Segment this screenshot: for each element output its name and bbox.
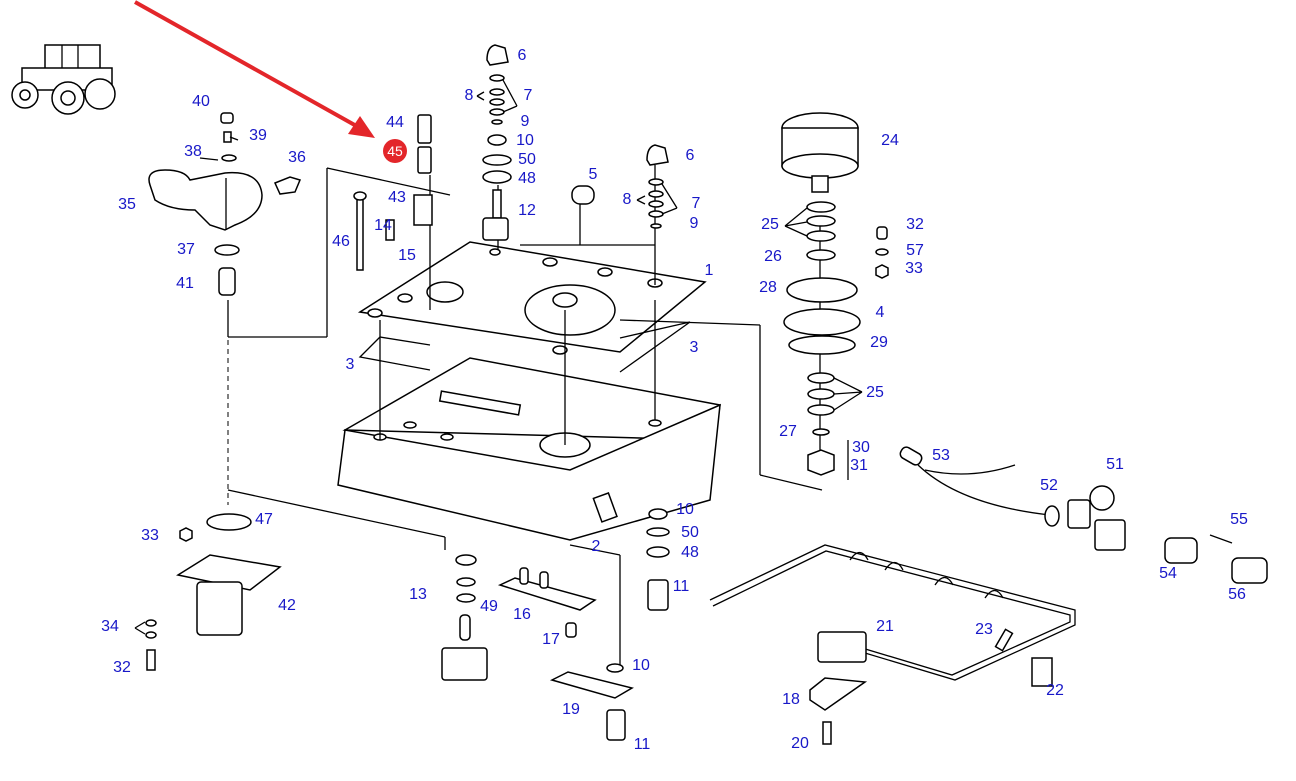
lever-cover-part	[148, 112, 302, 296]
part-label-29[interactable]: 29	[870, 334, 888, 351]
part-label-30[interactable]: 30	[852, 439, 870, 456]
part-label-9[interactable]: 9	[689, 215, 699, 232]
part-label-7[interactable]: 7	[523, 87, 533, 104]
part-label-17[interactable]: 17	[542, 631, 560, 648]
part-label-42[interactable]: 42	[278, 597, 296, 614]
part-label-8[interactable]: 8	[622, 191, 632, 208]
part-label-33[interactable]: 33	[905, 260, 923, 277]
part-label-53[interactable]: 53	[932, 447, 950, 464]
part-label-57[interactable]: 57	[906, 242, 924, 259]
switch-stack-right-part	[571, 144, 669, 229]
part-label-45-highlighted[interactable]: 45	[383, 139, 407, 163]
part-label-40[interactable]: 40	[192, 93, 210, 110]
part-label-11[interactable]: 11	[672, 578, 690, 595]
part-label-49[interactable]: 49	[480, 598, 498, 615]
part-label-54[interactable]: 54	[1159, 565, 1177, 582]
toggle-switch-part	[441, 554, 488, 681]
part-label-33[interactable]: 33	[141, 527, 159, 544]
circuit-board-part	[497, 508, 670, 741]
part-label-15[interactable]: 15	[398, 247, 416, 264]
gasket-left-part	[358, 336, 431, 371]
part-label-6[interactable]: 6	[517, 47, 527, 64]
part-label-11[interactable]: 11	[633, 736, 651, 753]
part-label-44[interactable]: 44	[386, 114, 404, 131]
part-label-28[interactable]: 28	[759, 279, 777, 296]
top-plate-part	[357, 241, 707, 355]
part-label-51[interactable]: 51	[1106, 456, 1124, 473]
part-label-52[interactable]: 52	[1040, 477, 1058, 494]
part-label-56[interactable]: 56	[1228, 586, 1246, 603]
part-label-48[interactable]: 48	[518, 170, 536, 187]
part-label-14[interactable]: 14	[374, 217, 392, 234]
wiring-harness-part	[709, 544, 1076, 745]
part-label-25[interactable]: 25	[866, 384, 884, 401]
part-label-25[interactable]: 25	[761, 216, 779, 233]
part-label-31[interactable]: 31	[850, 457, 868, 474]
part-label-3[interactable]: 3	[345, 356, 355, 373]
part-label-35[interactable]: 35	[118, 196, 136, 213]
part-label-20[interactable]: 20	[791, 735, 809, 752]
part-label-1[interactable]: 1	[704, 262, 714, 279]
highlight-arrow	[134, 0, 375, 138]
fuse-holder-part	[353, 114, 433, 271]
part-label-7[interactable]: 7	[691, 195, 701, 212]
tractor-icon	[11, 44, 116, 115]
part-label-48[interactable]: 48	[681, 544, 699, 561]
part-label-24[interactable]: 24	[881, 132, 899, 149]
switch-stack-left-part	[482, 44, 512, 241]
part-label-23[interactable]: 23	[975, 621, 993, 638]
part-label-10[interactable]: 10	[516, 132, 534, 149]
rotary-knob-assembly-part	[781, 112, 889, 476]
part-label-39[interactable]: 39	[249, 127, 267, 144]
callout-lines	[134, 79, 863, 635]
part-label-16[interactable]: 16	[513, 606, 531, 623]
part-label-19[interactable]: 19	[562, 701, 580, 718]
part-label-18[interactable]: 18	[782, 691, 800, 708]
part-label-43[interactable]: 43	[388, 189, 406, 206]
part-label-2[interactable]: 2	[591, 538, 601, 555]
part-label-26[interactable]: 26	[764, 248, 782, 265]
part-label-50[interactable]: 50	[518, 151, 536, 168]
part-label-50[interactable]: 50	[681, 524, 699, 541]
rotary-switch-part	[145, 513, 282, 671]
part-label-46[interactable]: 46	[332, 233, 350, 250]
part-label-27[interactable]: 27	[779, 423, 797, 440]
part-label-22[interactable]: 22	[1046, 682, 1064, 699]
part-label-8[interactable]: 8	[464, 87, 474, 104]
part-label-55[interactable]: 55	[1230, 511, 1248, 528]
part-label-21[interactable]: 21	[876, 618, 894, 635]
part-label-34[interactable]: 34	[101, 618, 119, 635]
part-label-36[interactable]: 36	[288, 149, 306, 166]
part-label-10[interactable]: 10	[632, 657, 650, 674]
part-label-37[interactable]: 37	[177, 241, 195, 258]
part-label-41[interactable]: 41	[176, 275, 194, 292]
part-label-32[interactable]: 32	[906, 216, 924, 233]
part-label-9[interactable]: 9	[520, 113, 530, 130]
connector-cable-part	[899, 446, 1268, 584]
part-label-38[interactable]: 38	[184, 143, 202, 160]
part-label-47[interactable]: 47	[255, 511, 273, 528]
part-label-6[interactable]: 6	[685, 147, 695, 164]
part-label-32[interactable]: 32	[113, 659, 131, 676]
part-label-4[interactable]: 4	[875, 304, 885, 321]
part-label-3[interactable]: 3	[689, 339, 699, 356]
part-label-12[interactable]: 12	[518, 202, 536, 219]
part-label-13[interactable]: 13	[409, 586, 427, 603]
part-label-10[interactable]: 10	[676, 501, 694, 518]
part-label-5[interactable]: 5	[588, 166, 598, 183]
